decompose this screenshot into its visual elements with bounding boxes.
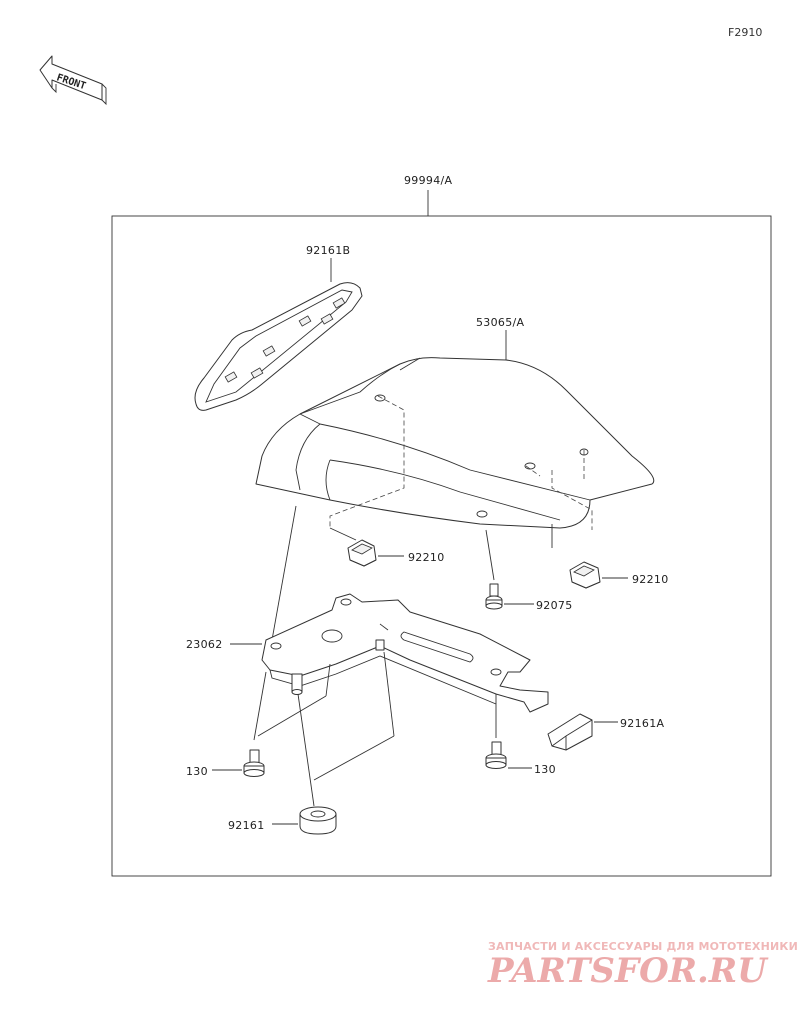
label-130-right: 130 <box>534 763 556 776</box>
label-92075: 92075 <box>536 599 573 612</box>
label-92161a: 92161A <box>620 717 664 730</box>
guide-line-nut-left <box>329 527 357 541</box>
bracket-23062 <box>261 593 549 713</box>
guide-line-damper-right <box>383 651 395 737</box>
label-23062: 23062 <box>186 638 223 651</box>
pad-92161a <box>547 713 593 751</box>
seat-cover-53065a <box>255 357 655 530</box>
guide-line-center <box>485 529 495 581</box>
bolt-92075 <box>485 583 503 610</box>
label-92210-right: 92210 <box>632 573 669 586</box>
pad-92161b <box>194 282 363 411</box>
clip-nut-92210-right <box>569 561 601 589</box>
label-53065a: 53065/A <box>476 316 524 329</box>
bolt-130-left <box>243 749 265 777</box>
bolt-130-right <box>485 741 507 769</box>
kit-frame <box>111 215 772 877</box>
watermark-brand: PARTSFOR.RU <box>487 951 769 991</box>
label-92161b: 92161B <box>306 244 350 257</box>
label-130-left: 130 <box>186 765 208 778</box>
guide-line-mid-join <box>257 695 327 737</box>
guide-line-damper-join <box>313 735 395 781</box>
watermark-tagline: ЗАПЧАСТИ И АКСЕССУАРЫ ДЛЯ МОТОТЕХНИКИ <box>488 940 798 953</box>
label-99994a: 99994/A <box>404 174 452 187</box>
figure-code: F2910 <box>728 26 762 39</box>
clip-nut-92210-left <box>347 539 377 567</box>
guide-line-damper <box>297 693 315 807</box>
guide-line-left <box>271 505 297 641</box>
label-92210-left: 92210 <box>408 551 445 564</box>
guide-line-bolt-left <box>253 671 267 741</box>
front-arrow-icon: FRONT <box>39 55 107 106</box>
damper-92161 <box>299 806 337 835</box>
label-92161: 92161 <box>228 819 265 832</box>
guide-line-mid <box>325 663 331 697</box>
